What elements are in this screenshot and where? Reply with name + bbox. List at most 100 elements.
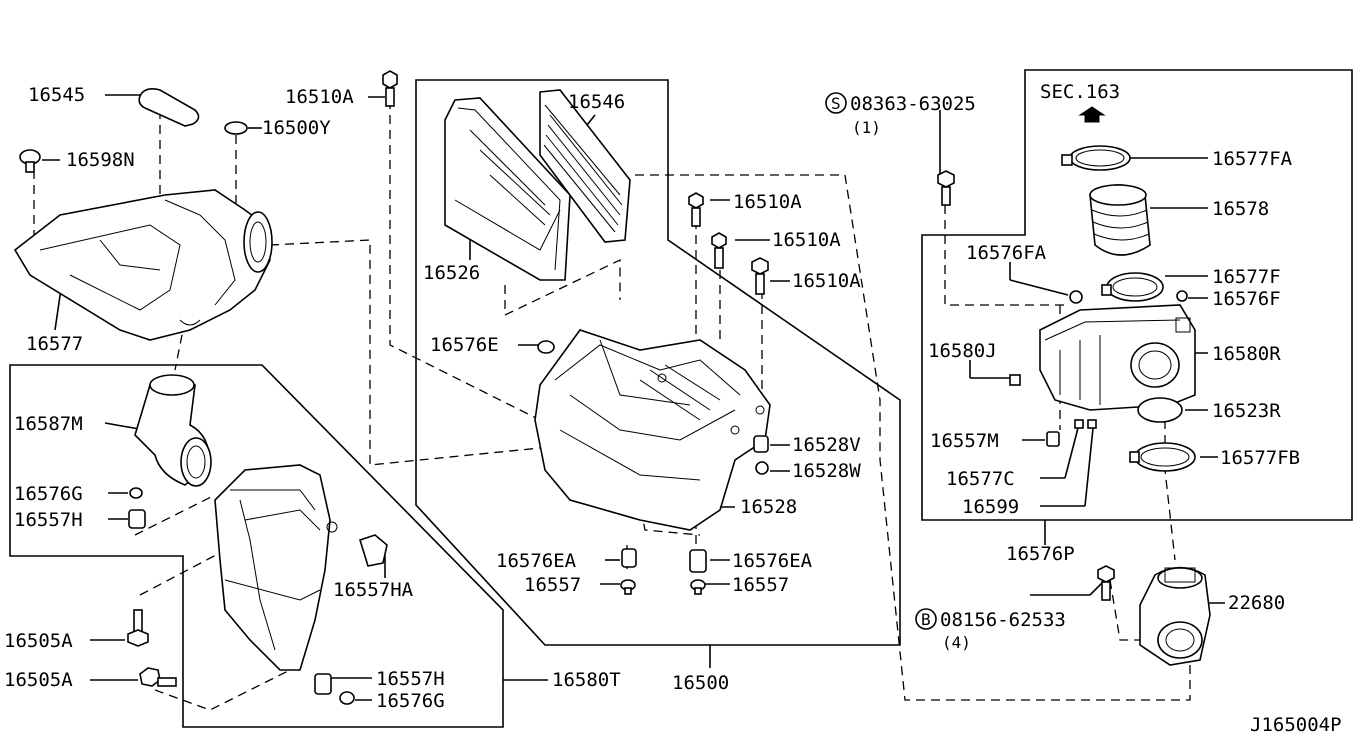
- duct-part-16587M: [134, 374, 212, 487]
- mount-part-16557M: [1046, 431, 1060, 447]
- mount-part-16528V: [753, 435, 769, 453]
- air-cleaner-cover-part-16526: [444, 97, 571, 281]
- label-16557H-top: 16557H: [14, 509, 83, 531]
- label-16580R: 16580R: [1212, 343, 1281, 365]
- clip-part-16576F: [1176, 290, 1188, 302]
- label-16576F: 16576F: [1212, 288, 1281, 310]
- label-16576EA-left: 16576EA: [496, 550, 577, 572]
- label-16577: 16577: [26, 333, 83, 355]
- bolt-part-08156-62533: [1097, 565, 1115, 601]
- mount-part-16557HA: [359, 534, 388, 567]
- mount-part-16557H-bottom: [314, 673, 332, 695]
- label-16577C: 16577C: [946, 468, 1015, 490]
- air-duct-part-16577: [13, 189, 273, 341]
- label-16576FA: 16576FA: [966, 242, 1047, 264]
- clamp-part-16577F: [1101, 272, 1164, 302]
- label-16557-right: 16557: [732, 574, 789, 596]
- clip-part-16599: [1087, 419, 1097, 429]
- leader-lines: [42, 94, 1225, 701]
- air-cleaner-assembly-box: [415, 79, 901, 646]
- bolt-part-16510A-3: [751, 257, 769, 295]
- grommet-part-16500Y: [224, 121, 248, 135]
- bolt-part-16557-right: [690, 579, 706, 595]
- label-16528: 16528: [740, 496, 797, 518]
- label-16598N: 16598N: [66, 149, 135, 171]
- grommet-part-16576G-top: [129, 487, 143, 499]
- diagram-id: J165004P: [1250, 714, 1342, 736]
- clip-part-16598N: [19, 149, 41, 173]
- label-16526: 16526: [423, 262, 480, 284]
- resonator-assembly-box: [9, 364, 504, 728]
- label-16578: 16578: [1212, 198, 1269, 220]
- airflow-meter-assembly-box: [921, 69, 1353, 521]
- mount-part-16528W: [755, 461, 769, 475]
- label-16576EA-right: 16576EA: [732, 550, 813, 572]
- label-sec-163: SEC.163: [1040, 81, 1120, 103]
- symbol-s-circle: [825, 92, 847, 114]
- label-08156-62533-qty: (4): [942, 633, 971, 652]
- symbol-b-circle: [915, 608, 937, 630]
- hose-part-16578: [1089, 184, 1151, 256]
- label-16557HA: 16557HA: [333, 579, 414, 601]
- label-16523R: 16523R: [1212, 400, 1281, 422]
- insulator-part-16576EA-left: [621, 548, 637, 568]
- label-16510A-1: 16510A: [733, 191, 802, 213]
- resonator-body: [214, 464, 338, 671]
- label-16587M: 16587M: [14, 413, 83, 435]
- symbol-s-letter: S: [831, 94, 841, 113]
- housing-part-16580R: [1039, 304, 1196, 411]
- label-16599: 16599: [962, 496, 1019, 518]
- label-08363-63025: 08363-63025: [850, 93, 976, 115]
- bolt-part-16505A-2: [139, 667, 177, 687]
- bolt-part-16505A-1: [127, 609, 149, 647]
- bolt-part-16510A-top: [382, 70, 398, 107]
- symbol-b-letter: B: [921, 610, 931, 629]
- bolt-part-16557-left: [620, 579, 636, 595]
- airflow-meter-part-22680: [1139, 566, 1211, 666]
- clamp-part-16577FA: [1061, 145, 1131, 171]
- label-16528V: 16528V: [792, 434, 861, 456]
- label-16576P: 16576P: [1006, 543, 1075, 565]
- label-16576G-bottom: 16576G: [376, 690, 445, 712]
- label-08156-62533: 08156-62533: [940, 609, 1066, 631]
- label-16580J: 16580J: [928, 340, 997, 362]
- label-16500Y: 16500Y: [262, 117, 331, 139]
- bolt-part-16510A-2: [711, 232, 727, 269]
- grommet-part-16576G-bottom: [339, 691, 355, 705]
- label-08363-63025-qty: (1): [852, 118, 881, 137]
- label-16580T: 16580T: [552, 669, 621, 691]
- mount-part-16557H-top: [128, 509, 146, 529]
- filter-element-part-16546: [539, 89, 631, 243]
- label-16557H-bottom: 16557H: [376, 668, 445, 690]
- label-16577F: 16577F: [1212, 266, 1281, 288]
- label-16528W: 16528W: [792, 460, 861, 482]
- part-labels: 16545 16500Y 16598N 16577 16510A 16546 1…: [4, 81, 1342, 736]
- label-16510A-3: 16510A: [792, 270, 861, 292]
- label-16576G-top: 16576G: [14, 483, 83, 505]
- bracket-part-16580J: [1009, 374, 1021, 386]
- grommet-part-16576E: [537, 340, 555, 354]
- insulator-part-16576EA-right: [689, 549, 707, 573]
- label-16577FB: 16577FB: [1220, 447, 1300, 469]
- label-16557M: 16557M: [930, 430, 999, 452]
- air-cleaner-body-part-16528: [534, 329, 771, 531]
- label-16510A-top: 16510A: [285, 86, 354, 108]
- label-22680: 22680: [1228, 592, 1285, 614]
- label-16500: 16500: [672, 672, 729, 694]
- label-16557-left: 16557: [524, 574, 581, 596]
- label-16505A-1: 16505A: [4, 630, 73, 652]
- label-16576E: 16576E: [430, 334, 499, 356]
- label-16505A-2: 16505A: [4, 669, 73, 691]
- clamp-part-16577FB: [1129, 442, 1196, 472]
- direction-arrow-icon: [1078, 106, 1106, 123]
- bolt-part-16510A-1: [688, 192, 704, 227]
- label-16577FA: 16577FA: [1212, 148, 1293, 170]
- label-16545: 16545: [28, 84, 85, 106]
- bolt-part-08363-63025: [937, 170, 955, 206]
- clip-part-16576FA: [1069, 290, 1083, 304]
- clamp-part-16577C: [1074, 419, 1084, 429]
- label-16546: 16546: [568, 91, 625, 113]
- label-16510A-2: 16510A: [772, 229, 841, 251]
